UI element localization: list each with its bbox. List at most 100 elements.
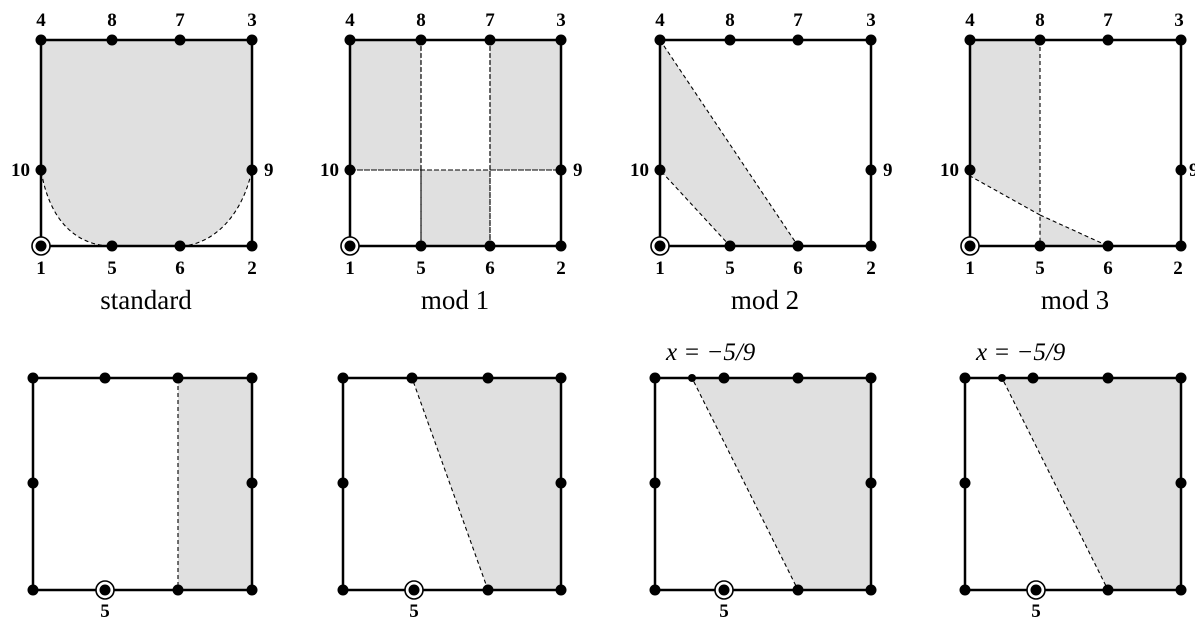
node-1 (964, 240, 976, 252)
node-corner-bottom-right (1175, 584, 1187, 596)
bottom-panel-1: 5 (27, 372, 258, 622)
node-8 (1034, 34, 1046, 46)
node-bottom-2 (482, 584, 494, 596)
node-corner-top-right (865, 372, 877, 384)
node-label-1: 1 (36, 258, 46, 279)
node-9 (246, 164, 258, 176)
node-mid-left (27, 477, 39, 489)
cut-position-annotation: x = −5/9 (975, 339, 1066, 366)
node-label-5: 5 (409, 601, 419, 622)
node-label-9: 9 (1189, 160, 1195, 181)
node-mid-left (337, 477, 349, 489)
bottom-panel-4: 5 x = −5/9 (959, 339, 1187, 622)
panel-caption: mod 2 (731, 285, 799, 315)
node-label-5: 5 (1031, 601, 1041, 622)
node-label-3: 3 (247, 10, 257, 31)
node-label-2: 2 (556, 258, 566, 279)
node-5 (415, 240, 427, 252)
node-corner-top-left (649, 372, 661, 384)
node-7 (484, 34, 496, 46)
node-label-6: 6 (175, 258, 185, 279)
node-2 (555, 240, 567, 252)
node-label-7: 7 (1103, 10, 1113, 31)
node-7 (1102, 34, 1114, 46)
node-label-2: 2 (866, 258, 876, 279)
node-8 (724, 34, 736, 46)
node-label-1: 1 (655, 258, 665, 279)
node-label-9: 9 (883, 160, 893, 181)
node-3 (865, 34, 877, 46)
node-5 (1030, 584, 1042, 596)
node-5 (1034, 240, 1046, 252)
node-corner-bottom-right (865, 584, 877, 596)
node-top-2 (792, 372, 804, 384)
node-label-6: 6 (793, 258, 803, 279)
node-top-2 (482, 372, 494, 384)
node-label-3: 3 (1174, 10, 1184, 31)
node-label-8: 8 (725, 10, 735, 31)
node-8 (415, 34, 427, 46)
node-label-5: 5 (725, 258, 735, 279)
node-corner-bottom-right (555, 584, 567, 596)
node-mid-right (246, 477, 258, 489)
node-top-1 (718, 372, 730, 384)
node-label-4: 4 (345, 10, 355, 31)
shaded-region (420, 169, 491, 247)
node-label-4: 4 (965, 10, 975, 31)
element-boundary (658, 38, 873, 248)
node-3 (246, 34, 258, 46)
node-3 (555, 34, 567, 46)
node-cut-point (998, 374, 1006, 382)
node-label-1: 1 (345, 258, 355, 279)
bottom-panel-2: 5 (337, 372, 567, 622)
node-label-4: 4 (36, 10, 46, 31)
panel-caption: mod 1 (421, 285, 489, 315)
node-label-2: 2 (1173, 258, 1183, 279)
node-4 (344, 34, 356, 46)
node-top-1 (406, 372, 418, 384)
node-10 (964, 164, 976, 176)
node-mid-left (649, 477, 661, 489)
shaded-region (489, 39, 562, 171)
bottom-panel-3: 5 x = −5/9 (649, 339, 877, 622)
node-label-5: 5 (100, 601, 110, 622)
node-6 (792, 240, 804, 252)
node-label-5: 5 (416, 258, 426, 279)
node-1 (344, 240, 356, 252)
node-mid-left (959, 477, 971, 489)
node-6 (484, 240, 496, 252)
node-label-10: 10 (630, 160, 649, 181)
node-9 (865, 164, 877, 176)
node-10 (344, 164, 356, 176)
panel-caption: standard (100, 285, 192, 315)
node-label-10: 10 (320, 160, 339, 181)
node-label-5: 5 (719, 601, 729, 622)
node-label-6: 6 (1103, 258, 1113, 279)
node-corner-top-right (246, 372, 258, 384)
node-10 (654, 164, 666, 176)
node-mid-right (1175, 477, 1187, 489)
panel-mod-1: 1 2 3 4 5 6 7 8 9 10 mod 1 (320, 10, 583, 315)
node-bottom-2 (172, 584, 184, 596)
element-boundary (348, 38, 563, 248)
node-corner-top-right (1175, 372, 1187, 384)
node-label-7: 7 (485, 10, 495, 31)
shaded-region (411, 377, 562, 591)
node-label-3: 3 (866, 10, 876, 31)
node-mid-right (865, 477, 877, 489)
node-5 (106, 240, 118, 252)
panel-caption: mod 3 (1041, 285, 1109, 315)
node-label-7: 7 (175, 10, 185, 31)
node-corner-bottom-left (337, 584, 349, 596)
shaded-region (691, 377, 872, 591)
node-5 (408, 584, 420, 596)
node-label-9: 9 (573, 160, 583, 181)
node-mid-right (555, 477, 567, 489)
element-boundary (39, 38, 254, 248)
node-label-9: 9 (264, 160, 274, 181)
node-label-10: 10 (940, 160, 959, 181)
node-1 (35, 240, 47, 252)
shaded-region (177, 377, 253, 591)
node-2 (865, 240, 877, 252)
node-label-8: 8 (107, 10, 117, 31)
